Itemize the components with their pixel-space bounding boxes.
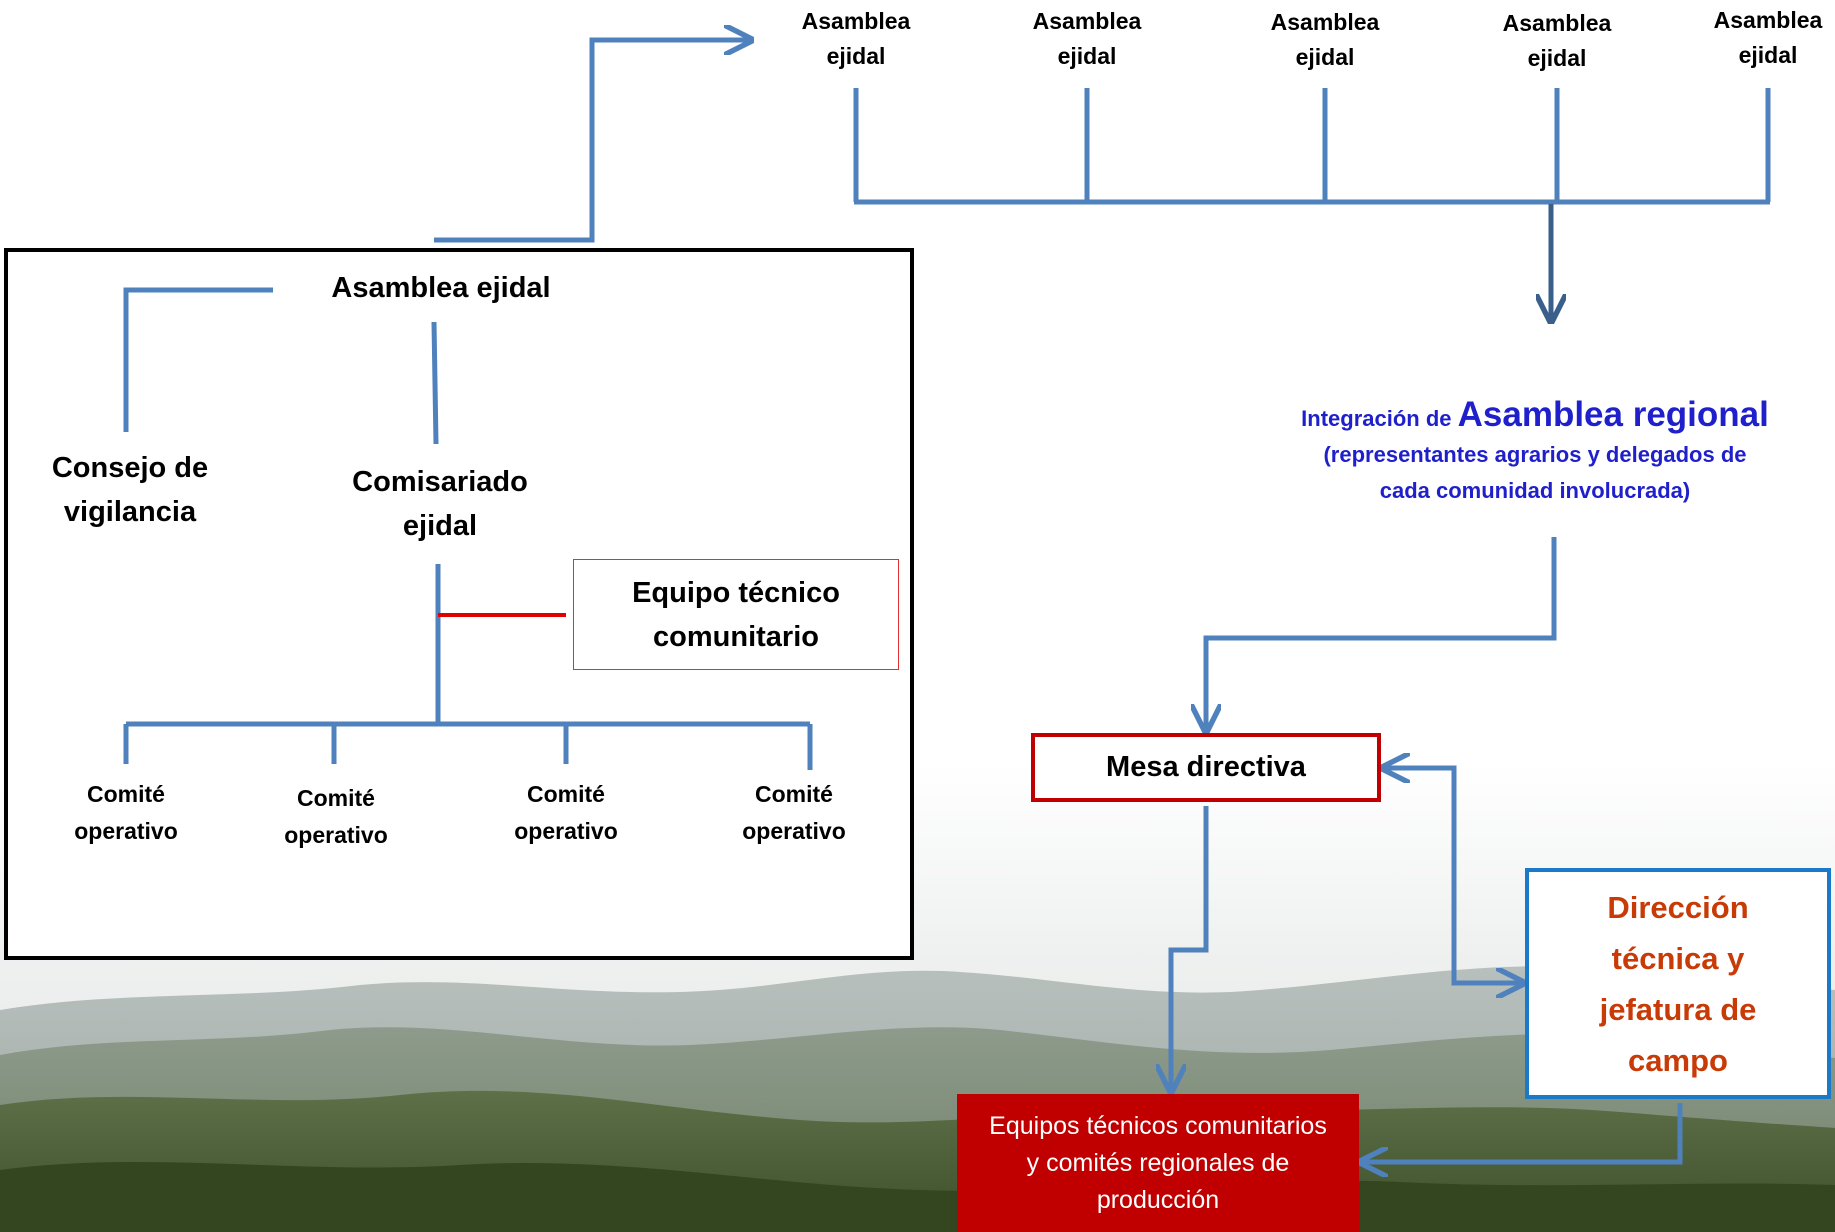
- consejo-vigilancia-label: Consejo de vigilancia: [51, 452, 209, 528]
- top-assembly-1-label: Asamblea ejidal: [801, 8, 911, 69]
- ejido-assembly-title: Asamblea ejidal: [331, 272, 551, 304]
- equipo-tecnico-comunitario-label: Equipo técnico comunitario: [632, 576, 840, 653]
- top-assembly-3-label: Asamblea ejidal: [1270, 9, 1380, 70]
- comite-operativo-4: Comité operativo: [742, 781, 846, 844]
- top-assembly-5-label: Asamblea ejidal: [1713, 7, 1823, 68]
- assembly-to-consejo-connector: [123, 287, 273, 432]
- top-assembly-3: Asamblea ejidal: [1245, 5, 1405, 75]
- asamblea-regional-detail: (representantes agrarios y delegados de …: [1323, 442, 1747, 503]
- comite-operativo-3: Comité operativo: [514, 781, 618, 844]
- asamblea-regional-title: Asamblea regional: [1457, 395, 1769, 434]
- integration-prefix: Integración de: [1301, 406, 1458, 431]
- top-assembly-1: Asamblea ejidal: [776, 4, 936, 74]
- comite-operativo-1: Comité operativo: [74, 781, 178, 844]
- top-assembly-4: Asamblea ejidal: [1477, 6, 1637, 76]
- equipos-regionales-box: Equipos técnicos comunitarios y comités …: [957, 1094, 1359, 1232]
- top-assembly-2-label: Asamblea ejidal: [1032, 8, 1142, 69]
- top-assembly-5: Asamblea ejidal: [1688, 3, 1835, 73]
- assembly-to-comisariado-connector: [431, 321, 439, 445]
- mesa-to-equipos-connector: [1171, 806, 1209, 1088]
- equipo-tecnico-comunitario-box: Equipo técnico comunitario: [573, 559, 899, 670]
- regional-to-mesa-connector: [1206, 537, 1557, 728]
- comite-operativo-2: Comité operativo: [284, 785, 388, 848]
- ejido-to-assemblies-connector: [434, 40, 748, 243]
- direccion-to-equipos-connector: [1364, 1103, 1683, 1162]
- top-assembly-4-label: Asamblea ejidal: [1502, 10, 1612, 71]
- equipos-regionales-label: Equipos técnicos comunitarios y comités …: [989, 1111, 1327, 1214]
- ejido-connectors: [123, 287, 813, 770]
- mesa-directiva-label: Mesa directiva: [1106, 751, 1306, 783]
- comisariado-ejidal-label: Comisariado ejidal: [352, 466, 528, 542]
- mesa-directiva-box: Mesa directiva: [1031, 733, 1381, 802]
- direccion-tecnica-box: Dirección técnica y jefatura de campo: [1525, 868, 1831, 1099]
- mesa-direccion-connector: [1386, 768, 1520, 983]
- top-assembly-2: Asamblea ejidal: [1007, 4, 1167, 74]
- asamblea-regional-integration: Integración de Asamblea regional (repres…: [1240, 395, 1830, 509]
- direccion-tecnica-label: Dirección técnica y jefatura de campo: [1599, 889, 1757, 1078]
